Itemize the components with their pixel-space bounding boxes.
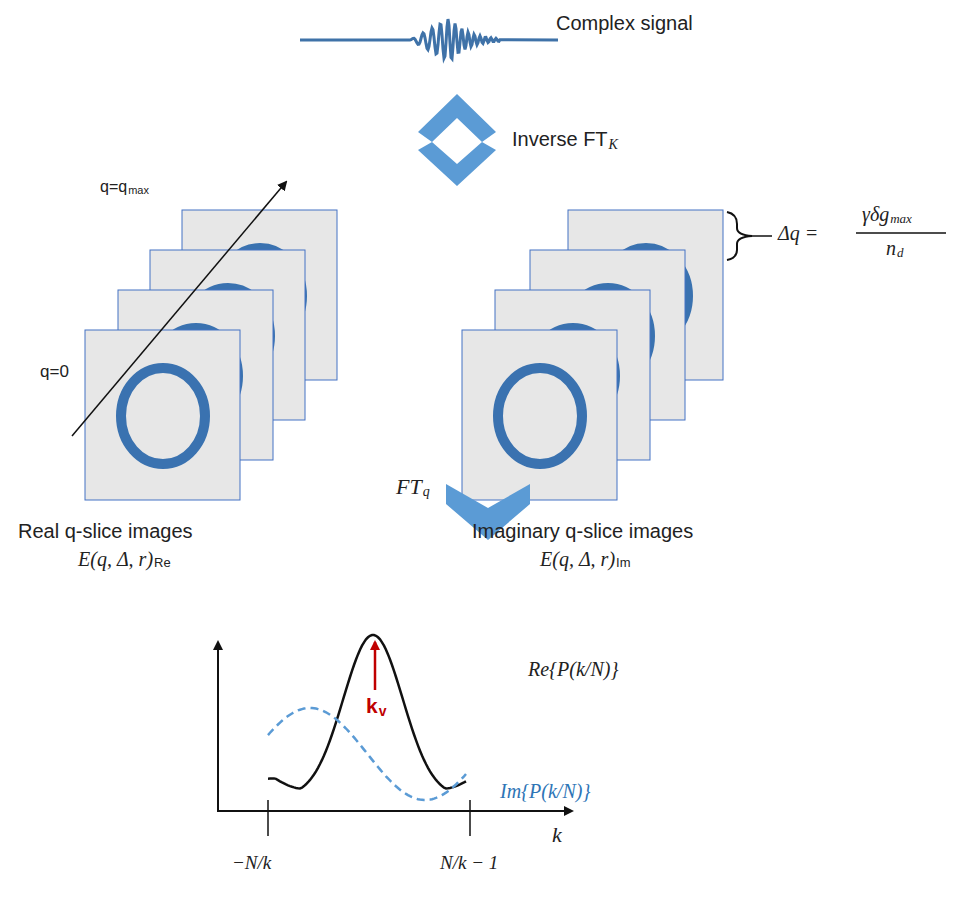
up-chevron [418, 94, 496, 142]
text-label: Re{P(k/N)} [528, 658, 618, 681]
text-label: E(q, Δ, r) [78, 548, 153, 571]
text-label: Inverse FT [512, 128, 608, 151]
text-label: q=0 [40, 362, 69, 382]
bracket-leader [752, 235, 772, 237]
x-axis [217, 810, 572, 812]
text-label: k [552, 822, 562, 847]
text-label: k [366, 694, 378, 718]
y-axis [217, 642, 219, 812]
text-label: −N/k [232, 852, 271, 874]
text-label: N/k − 1 [440, 852, 498, 874]
fraction-bar [856, 232, 946, 234]
subscript-label: max [128, 184, 149, 197]
text-label: FT [396, 474, 422, 499]
subscript-label: Re [154, 556, 171, 571]
ring-sample [498, 368, 582, 464]
text-label: Im{P(k/N)} [500, 780, 590, 803]
text-label: Complex signal [556, 12, 693, 35]
text-label: Δq = [778, 222, 818, 245]
down-chevron [418, 142, 496, 186]
tick [469, 800, 471, 836]
imag-curve [268, 708, 466, 800]
subscript-label: max [890, 212, 912, 227]
tick [267, 800, 269, 836]
complex-waveform [300, 19, 558, 59]
text-label: E(q, Δ, r) [540, 548, 615, 571]
text-label: n [886, 237, 896, 260]
real-slice-stack [85, 210, 337, 500]
text-label: Imaginary q-slice images [472, 520, 693, 543]
text-label: Real q-slice images [18, 520, 193, 543]
subscript-label: v [379, 703, 387, 719]
subscript-label: Im [616, 556, 630, 571]
subscript-label: d [897, 246, 904, 261]
imag-slice-stack [462, 210, 723, 500]
text-label: γδg [862, 203, 889, 226]
text-label: q=q [100, 178, 127, 196]
q-slice-image [462, 330, 617, 500]
ring-sample [121, 368, 205, 464]
subscript-label: K [609, 137, 618, 153]
q-axis-arrow [72, 182, 286, 436]
q-slice-image [85, 330, 240, 500]
subscript-label: q [423, 484, 430, 500]
delta-q-bracket [727, 212, 752, 260]
peak-arrow [374, 642, 377, 690]
real-curve [268, 635, 466, 788]
